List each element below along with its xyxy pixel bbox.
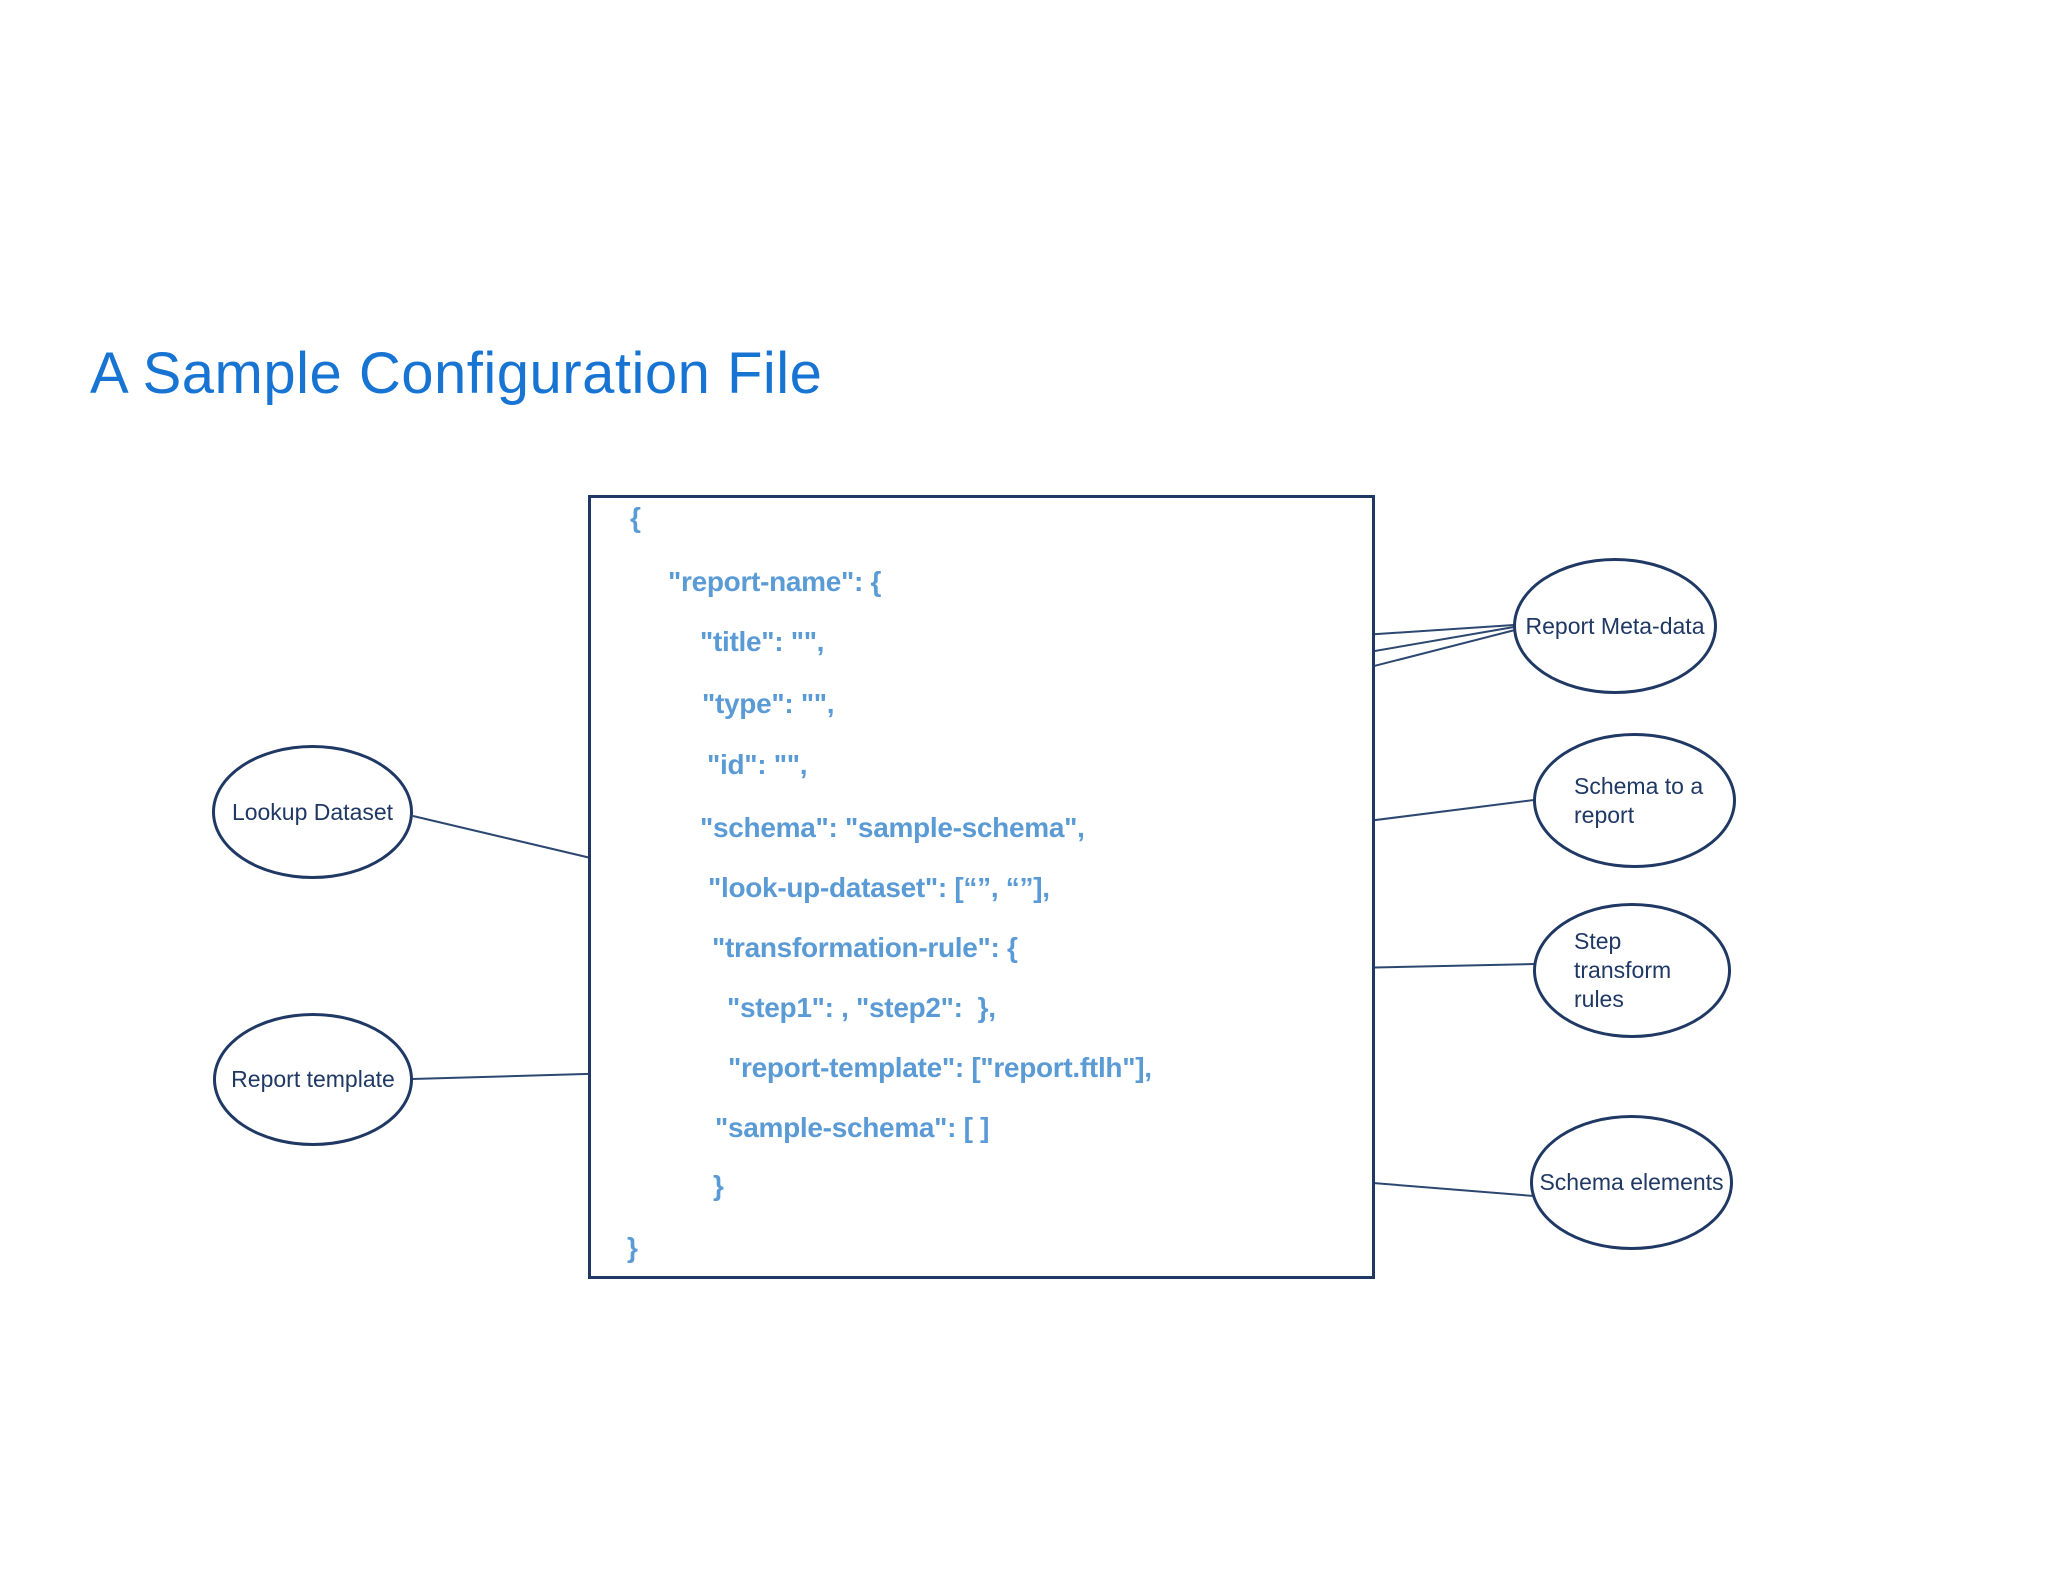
code-line-transformation-rule: "transformation-rule": { — [712, 932, 1018, 963]
code-line-title: "title": "", — [700, 626, 825, 657]
code-line-id: "id": "", — [707, 749, 808, 780]
config-code-box — [588, 495, 1375, 1279]
callout-schema-elements: Schema elements — [1530, 1115, 1733, 1250]
slide-title: A Sample Configuration File — [90, 341, 823, 406]
callout-report-meta-data-label: Report Meta-data — [1525, 612, 1705, 639]
callout-schema-to-report-label: Schema to a report — [1574, 772, 1704, 828]
code-line-steps: "step1": , "step2": }, — [727, 992, 996, 1023]
code-line-close-brace-outer: } — [627, 1232, 638, 1263]
callout-report-meta-data: Report Meta-data — [1513, 558, 1717, 694]
callout-schema-elements-label: Schema elements — [1539, 1169, 1724, 1196]
code-line-lookup-dataset: "look-up-dataset": [“”, “”], — [708, 872, 1050, 903]
callout-schema-to-report: Schema to a report — [1533, 733, 1736, 868]
code-line-report-name: "report-name": { — [668, 566, 882, 597]
code-line-type: "type": "", — [702, 688, 835, 719]
callout-step-transform-rules: Step transform rules — [1533, 903, 1731, 1038]
code-line-open-brace: { — [630, 502, 641, 533]
code-line-report-template: "report-template": ["report.ftlh"], — [728, 1052, 1152, 1083]
code-line-sample-schema: "sample-schema": [ ] — [715, 1112, 990, 1143]
code-line-close-brace-inner: } — [713, 1170, 724, 1201]
callout-step-transform-rules-label: Step transform rules — [1574, 928, 1672, 1012]
callout-report-template-label: Report template — [231, 1066, 395, 1093]
callout-lookup-dataset-label: Lookup Dataset — [231, 798, 394, 825]
callout-lookup-dataset: Lookup Dataset — [212, 745, 413, 879]
code-line-schema: "schema": "sample-schema", — [700, 812, 1085, 843]
callout-report-template: Report template — [213, 1013, 413, 1146]
